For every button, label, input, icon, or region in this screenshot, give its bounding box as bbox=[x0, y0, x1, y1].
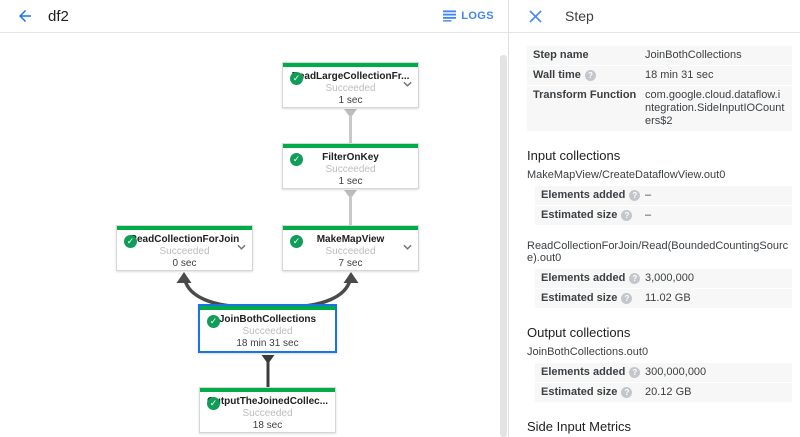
graph-node-outputthejoined[interactable]: ✓ OutputTheJoinedCollec... Succeeded 18 … bbox=[199, 387, 336, 433]
step-panel-title: Step bbox=[565, 8, 594, 24]
step-name-value: JoinBothCollections bbox=[645, 49, 742, 61]
node-status-strip bbox=[200, 306, 335, 310]
input-collection-name: ReadCollectionForJoin/Read(BoundedCounti… bbox=[527, 240, 789, 264]
back-arrow-icon[interactable] bbox=[16, 6, 36, 26]
transform-function-value: com.google.cloud.dataflow.integration.Si… bbox=[645, 89, 785, 127]
node-duration: 0 sec bbox=[172, 258, 197, 269]
graph-node-joinbothcollections-selected[interactable]: ✓ JoinBothCollections Succeeded 18 min 3… bbox=[198, 304, 337, 353]
input-collection-metrics: Elements added? 3,000,000 Estimated size… bbox=[527, 269, 792, 309]
transform-function-label: Transform Function bbox=[533, 89, 637, 101]
step-panel-header: Step bbox=[509, 0, 800, 33]
node-status-strip bbox=[283, 226, 418, 230]
logs-button[interactable]: LOGS bbox=[443, 10, 494, 22]
success-check-icon: ✓ bbox=[124, 235, 137, 248]
close-icon[interactable] bbox=[529, 9, 543, 23]
wall-time-row: Wall time? 18 min 31 sec bbox=[527, 66, 792, 86]
node-status: Succeeded bbox=[325, 83, 376, 94]
node-duration: 18 sec bbox=[252, 420, 283, 431]
node-duration: 18 min 31 sec bbox=[236, 338, 299, 349]
node-duration: 1 sec bbox=[338, 95, 363, 106]
help-icon[interactable]: ? bbox=[629, 190, 641, 201]
graph-node-readlargecollection[interactable]: ✓ ReadLargeCollectionFr... Succeeded 1 s… bbox=[282, 62, 419, 108]
estimated-size-row: Estimated size? – bbox=[535, 206, 792, 226]
input-collection-metrics: Elements added? – Estimated size? – bbox=[527, 186, 792, 226]
panel-divider bbox=[508, 0, 509, 437]
job-topbar: df2 LOGS bbox=[0, 0, 508, 33]
node-status: Succeeded bbox=[325, 164, 376, 175]
help-icon[interactable]: ? bbox=[629, 273, 641, 284]
success-check-icon: ✓ bbox=[290, 72, 303, 85]
output-collection-metrics: Elements added? 300,000,000 Estimated si… bbox=[527, 363, 792, 403]
node-status: Succeeded bbox=[325, 246, 376, 257]
node-status: Succeeded bbox=[159, 246, 210, 257]
node-status-strip bbox=[283, 144, 418, 148]
logs-list-icon bbox=[443, 10, 457, 22]
node-status-strip bbox=[200, 388, 335, 392]
step-name-row: Step name JoinBothCollections bbox=[527, 46, 792, 66]
node-status: Succeeded bbox=[242, 326, 293, 337]
step-summary: Step name JoinBothCollections Wall time?… bbox=[527, 46, 792, 132]
help-icon[interactable]: ? bbox=[621, 387, 633, 398]
node-title: ReadLargeCollectionFr... bbox=[291, 71, 410, 82]
node-title: JoinBothCollections bbox=[218, 314, 317, 325]
chevron-down-icon[interactable] bbox=[403, 74, 412, 92]
graph-node-filteronkey[interactable]: ✓ FilterOnKey Succeeded 1 sec bbox=[282, 143, 419, 189]
graph-node-readcollectionforjoin[interactable]: ✓ ReadCollectionForJoin Succeeded 0 sec bbox=[116, 225, 253, 271]
node-duration: 7 sec bbox=[338, 258, 363, 269]
job-title: df2 bbox=[48, 7, 69, 25]
help-icon[interactable]: ? bbox=[621, 210, 633, 221]
step-name-label: Step name bbox=[533, 49, 589, 61]
step-details-panel: Step name JoinBothCollections Wall time?… bbox=[509, 34, 800, 437]
elements-added-row: Elements added? 3,000,000 bbox=[535, 269, 792, 289]
success-check-icon: ✓ bbox=[207, 315, 220, 328]
success-check-icon: ✓ bbox=[290, 153, 303, 166]
graph-scrollbar-thumb[interactable] bbox=[500, 55, 507, 437]
node-title: MakeMapView bbox=[316, 234, 385, 245]
output-collections-heading: Output collections bbox=[527, 325, 631, 340]
elements-added-row: Elements added? 300,000,000 bbox=[535, 363, 792, 383]
help-icon[interactable]: ? bbox=[584, 70, 596, 81]
wall-time-value: 18 min 31 sec bbox=[645, 69, 714, 81]
help-icon[interactable]: ? bbox=[621, 293, 633, 304]
node-status-strip bbox=[117, 226, 252, 230]
estimated-size-row: Estimated size? 11.02 GB bbox=[535, 289, 792, 309]
node-title: OutputTheJoinedCollec... bbox=[206, 396, 329, 407]
graph-node-makemapview[interactable]: ✓ MakeMapView Succeeded 7 sec bbox=[282, 225, 419, 271]
input-collections-heading: Input collections bbox=[527, 148, 621, 163]
node-status-strip bbox=[283, 63, 418, 67]
success-check-icon: ✓ bbox=[290, 235, 303, 248]
input-collection-name: MakeMapView/CreateDataflowView.out0 bbox=[527, 169, 726, 181]
transform-function-row: Transform Function com.google.cloud.data… bbox=[527, 86, 792, 132]
job-graph-canvas[interactable]: ✓ ReadLargeCollectionFr... Succeeded 1 s… bbox=[0, 33, 500, 437]
success-check-icon: ✓ bbox=[207, 397, 220, 410]
side-input-metrics-heading: Side Input Metrics bbox=[527, 419, 632, 434]
elements-added-row: Elements added? – bbox=[535, 186, 792, 206]
chevron-down-icon[interactable] bbox=[237, 237, 246, 255]
help-icon[interactable]: ? bbox=[629, 367, 641, 378]
estimated-size-row: Estimated size? 20.12 GB bbox=[535, 383, 792, 403]
node-duration: 1 sec bbox=[338, 176, 363, 187]
node-title: ReadCollectionForJoin bbox=[129, 234, 240, 245]
node-title: FilterOnKey bbox=[322, 152, 379, 163]
output-collection-name: JoinBothCollections.out0 bbox=[527, 346, 649, 358]
chevron-down-icon[interactable] bbox=[403, 237, 412, 255]
wall-time-label: Wall time bbox=[533, 69, 581, 81]
logs-label: LOGS bbox=[461, 10, 494, 22]
node-status: Succeeded bbox=[242, 408, 293, 419]
